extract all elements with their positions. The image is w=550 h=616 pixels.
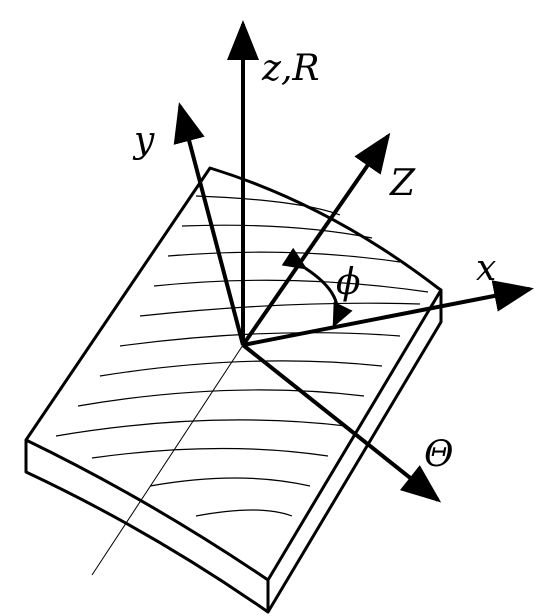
shell-top-face bbox=[24, 166, 443, 582]
fiber-line bbox=[99, 360, 383, 377]
theta-axis-arrow bbox=[241, 343, 442, 503]
x-axis-label: x bbox=[476, 248, 496, 289]
fiber-line bbox=[181, 224, 373, 239]
fiber-line bbox=[195, 195, 341, 216]
shell-right-side-face bbox=[266, 290, 443, 613]
fiber-line bbox=[195, 509, 293, 517]
shell-front-side-face bbox=[24, 440, 270, 614]
y-axis-label: y bbox=[132, 120, 155, 161]
fiber-line bbox=[149, 477, 311, 487]
fiber-line bbox=[77, 389, 365, 407]
curved-shell-plate bbox=[24, 166, 443, 614]
z-R-axis-label: z,R bbox=[261, 48, 320, 89]
phi-label: ϕ bbox=[336, 262, 361, 303]
fiber-line bbox=[119, 332, 401, 347]
reference-line bbox=[91, 344, 244, 576]
Z-axis-label: Z bbox=[389, 163, 416, 204]
coordinate-axes bbox=[173, 20, 534, 503]
fiber-line bbox=[139, 302, 421, 317]
fiber-line bbox=[91, 447, 329, 459]
fiber-line bbox=[167, 251, 401, 263]
fiber-line bbox=[55, 419, 347, 437]
x-axis-arrow bbox=[242, 280, 534, 347]
phi-angle-arc bbox=[281, 247, 353, 328]
fiber-line bbox=[153, 279, 429, 293]
theta-axis-label: Θ bbox=[424, 434, 454, 475]
Z-axis-arrow bbox=[241, 132, 391, 347]
y-axis-arrow bbox=[173, 102, 245, 346]
